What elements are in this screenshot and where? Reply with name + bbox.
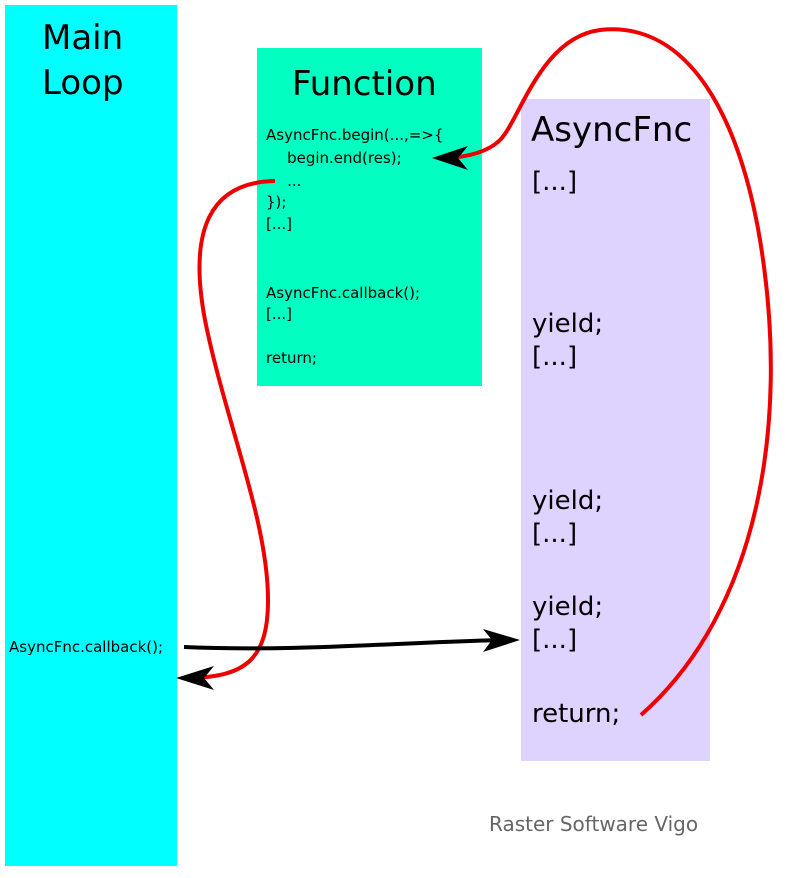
function-to-main-loop-arrow [191,179,276,680]
async-line-cont-3: [...] [532,519,578,549]
function-title: Function [292,64,437,104]
function-line-end: begin.end(res); [268,149,402,167]
async-fnc-box [521,99,710,761]
async-line-return: return; [532,699,621,729]
function-line-ellipsis: ... [268,172,302,190]
main-loop-callback-label: AsyncFnc.callback(); [9,638,164,656]
function-line-cont-2: [...] [266,305,293,323]
function-line-begin: AsyncFnc.begin(...,=>{ [266,126,444,144]
credit-text: Raster Software Vigo [489,812,699,836]
function-box [257,48,482,386]
async-line-cont-1: [...] [532,167,578,197]
async-line-yield-1: yield; [532,309,604,339]
function-to-main-loop-arrowhead [176,666,214,690]
async-line-cont-2: [...] [532,342,578,372]
return-to-begin-end-arrowhead [432,146,468,170]
callback-to-async-arrowhead [483,629,520,652]
async-line-yield-2: yield; [532,486,604,516]
callback-to-async-arrow [183,638,507,651]
function-line-callback: AsyncFnc.callback(); [266,284,421,302]
function-line-cont-1: [...] [266,215,293,233]
main-loop-title-line2: Loop [42,63,124,103]
async-line-cont-4: [...] [532,625,578,655]
async-line-yield-3: yield; [532,592,604,622]
main-loop-title-line1: Main [42,18,124,58]
function-line-return: return; [266,349,317,367]
async-fnc-title: AsyncFnc [531,110,693,150]
function-line-close: }); [266,193,287,211]
main-loop-box [5,5,177,866]
return-to-begin-end-arrow [441,27,773,717]
